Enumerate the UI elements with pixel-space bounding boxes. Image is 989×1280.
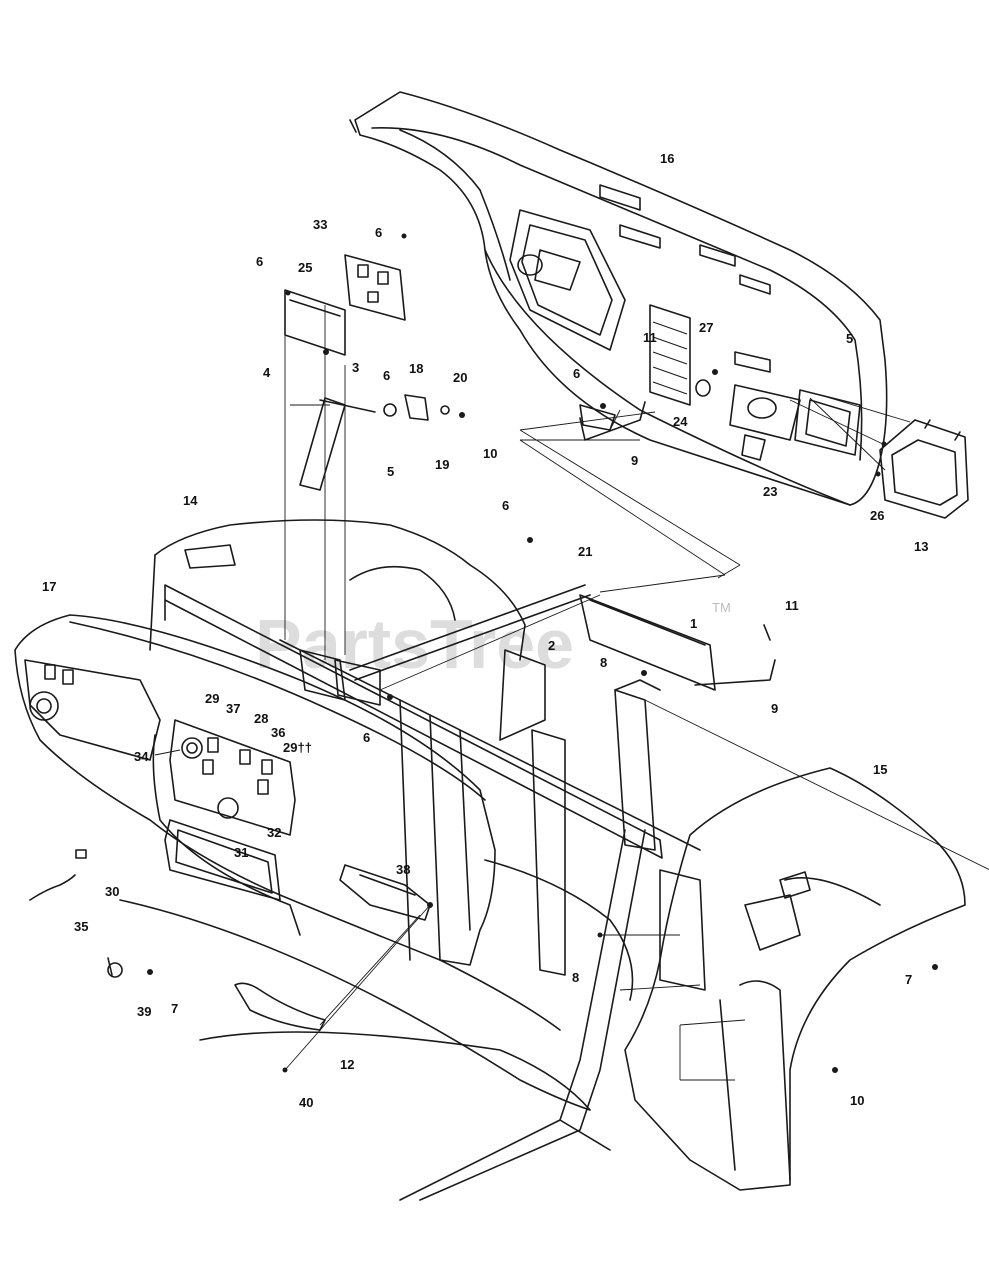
callout-c6b: 6 bbox=[256, 254, 263, 269]
callout-c14: 14 bbox=[183, 493, 198, 508]
callout-c11a: 11 bbox=[643, 330, 657, 345]
callout-c23: 23 bbox=[763, 484, 777, 499]
leader-lines bbox=[154, 300, 989, 1081]
callout-c12: 12 bbox=[340, 1057, 354, 1072]
callout-c34: 34 bbox=[134, 749, 149, 764]
callout-c9b: 9 bbox=[771, 701, 778, 716]
callout-c20: 20 bbox=[453, 370, 467, 385]
part-3-support-arm bbox=[290, 397, 376, 491]
callout-c16: 16 bbox=[660, 151, 674, 166]
callout-c24: 24 bbox=[673, 414, 688, 429]
callout-c9a: 9 bbox=[631, 453, 638, 468]
callout-c30: 30 bbox=[105, 884, 119, 899]
part-17-lower-dash-panel bbox=[14, 614, 496, 966]
callout-c10b: 10 bbox=[850, 1093, 864, 1108]
part-33-switch-bracket bbox=[344, 254, 406, 321]
callout-c3: 3 bbox=[352, 360, 359, 375]
callout-c36: 36 bbox=[271, 725, 285, 740]
callout-c17: 17 bbox=[42, 579, 56, 594]
watermark-trademark: TM bbox=[712, 600, 731, 615]
callout-c39: 39 bbox=[137, 1004, 151, 1019]
callout-c26: 26 bbox=[870, 508, 884, 523]
callout-c2: 2 bbox=[548, 638, 555, 653]
part-16-upper-dash-shroud bbox=[349, 91, 888, 506]
callout-c11b: 11 bbox=[785, 598, 799, 613]
callout-c35: 35 bbox=[74, 919, 88, 934]
callout-c33: 33 bbox=[313, 217, 327, 232]
callout-c6f: 6 bbox=[363, 730, 370, 745]
callout-c15: 15 bbox=[873, 762, 887, 777]
callout-c21: 21 bbox=[578, 544, 592, 559]
callout-c27: 27 bbox=[699, 320, 713, 335]
callout-c31: 31 bbox=[234, 845, 248, 860]
callout-c19: 19 bbox=[435, 457, 449, 472]
callout-c40: 40 bbox=[299, 1095, 313, 1110]
callout-c38: 38 bbox=[396, 862, 410, 877]
callout-c28: 28 bbox=[254, 711, 268, 726]
callout-c13: 13 bbox=[914, 539, 928, 554]
callout-c5b: 5 bbox=[387, 464, 394, 479]
callout-c7a: 7 bbox=[171, 1001, 178, 1016]
part-14-cowl bbox=[149, 519, 526, 661]
callout-c4: 4 bbox=[263, 365, 271, 380]
callout-c29b: 29†† bbox=[283, 740, 312, 755]
frame-chassis bbox=[119, 584, 776, 1201]
callout-c29a: 29 bbox=[205, 691, 219, 706]
callout-c18: 18 bbox=[409, 361, 423, 376]
callout-c6a: 6 bbox=[375, 225, 382, 240]
callout-c8a: 8 bbox=[600, 655, 607, 670]
callout-c37: 37 bbox=[226, 701, 240, 716]
part-25-mount-plate bbox=[284, 289, 346, 356]
callout-c6c: 6 bbox=[383, 368, 390, 383]
part-12-trim-strip bbox=[234, 982, 326, 1031]
callout-c6e: 6 bbox=[502, 498, 509, 513]
part-13-speaker-bezel bbox=[879, 419, 969, 519]
callout-c25: 25 bbox=[298, 260, 312, 275]
callout-c7b: 7 bbox=[905, 972, 912, 987]
part-15-fender bbox=[624, 767, 966, 1191]
callout-c5a: 5 bbox=[846, 331, 853, 346]
callout-c1: 1 bbox=[690, 616, 697, 631]
hardware-cluster-18-19-20 bbox=[383, 394, 465, 421]
callout-c32: 32 bbox=[267, 825, 281, 840]
callout-c10a: 10 bbox=[483, 446, 497, 461]
callout-c8b: 8 bbox=[572, 970, 579, 985]
callout-c6d: 6 bbox=[573, 366, 580, 381]
